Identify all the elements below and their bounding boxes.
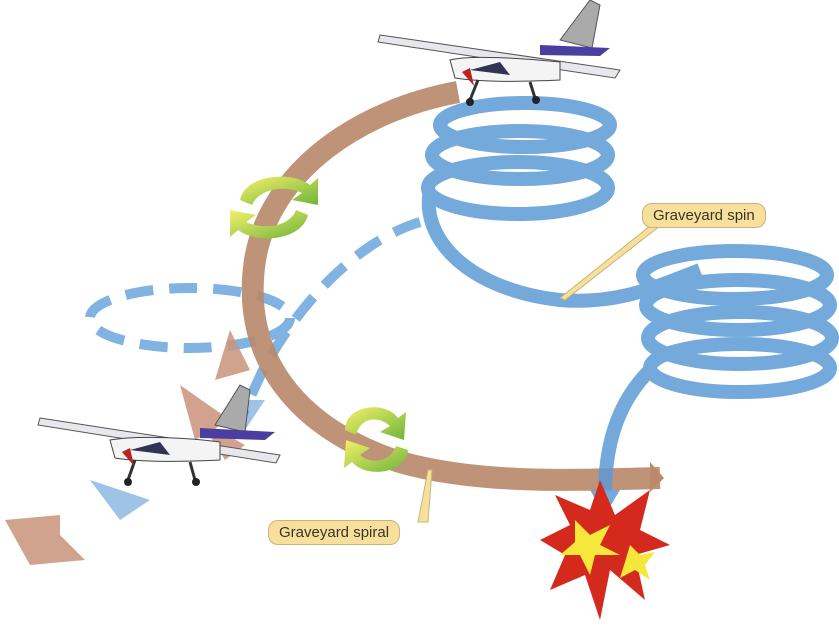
graveyard-spin-path <box>90 96 839 520</box>
graveyard-spiral-label: Graveyard spiral <box>268 520 401 545</box>
rotation-arrow-icon <box>344 407 408 472</box>
rotation-arrow-icon <box>230 176 318 239</box>
dashed-spin-path <box>85 217 422 423</box>
graveyard-spin-label: Graveyard spin <box>642 203 766 228</box>
airplane-icon <box>377 0 621 106</box>
crash-explosion-icon <box>540 480 670 620</box>
airplane-icon <box>37 384 281 486</box>
graveyard-spiral-path <box>5 81 664 565</box>
spiral-callout-pointer <box>417 469 433 523</box>
